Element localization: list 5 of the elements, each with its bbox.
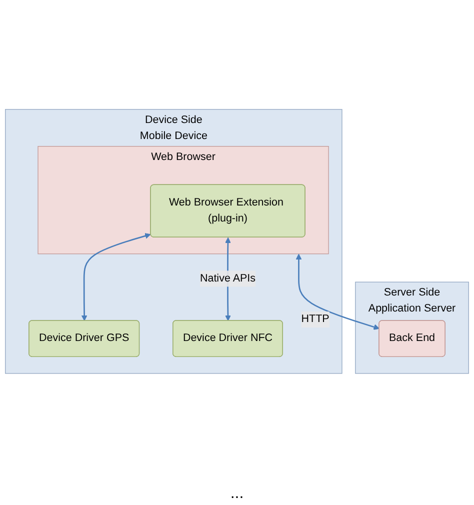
edge-label: HTTP <box>301 313 330 325</box>
edge-label: Native APIs <box>200 272 256 284</box>
arrow <box>296 254 380 330</box>
note-text: ... <box>230 485 244 502</box>
arrow <box>81 233 151 322</box>
